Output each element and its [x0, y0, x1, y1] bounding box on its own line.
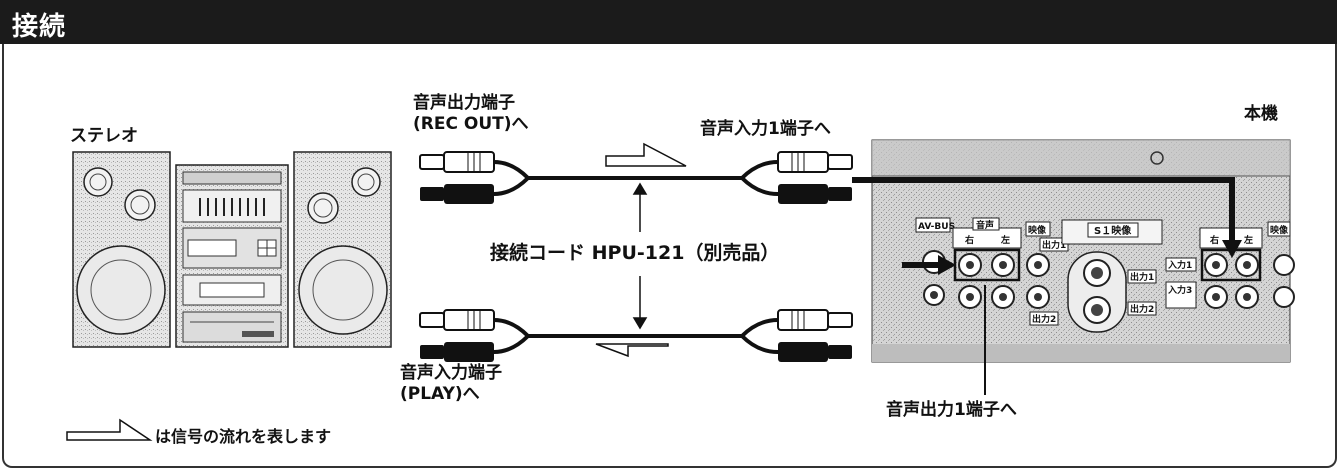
stereo-system-illustration	[73, 152, 391, 347]
svg-text:出力1: 出力1	[1130, 271, 1154, 283]
svg-text:右: 右	[1209, 234, 1219, 246]
svg-text:映像: 映像	[1028, 224, 1047, 236]
audio-in1-label: 音声入力1端子へ	[700, 119, 831, 140]
svg-text:出力2: 出力2	[1032, 313, 1056, 325]
svg-text:右: 右	[964, 234, 974, 246]
cord-label: 接続コード HPU-121（別売品）	[490, 242, 779, 266]
svg-text:左: 左	[1243, 234, 1253, 246]
audio-in-bottom-line2: (PLAY)へ	[400, 384, 502, 405]
audio-out-top-line1: 音声出力端子	[413, 93, 529, 114]
unit-label: 本機	[1244, 104, 1278, 125]
svg-text:出力2: 出力2	[1130, 303, 1154, 315]
legend-text: は信号の流れを表します	[155, 427, 331, 447]
audio-out-top-line2: (REC OUT)へ	[413, 114, 529, 135]
svg-text:AV-BUS: AV-BUS	[918, 222, 955, 232]
svg-text:入力1: 入力1	[1167, 259, 1192, 271]
svg-text:入力3: 入力3	[1167, 284, 1192, 296]
stereo-label: ステレオ	[70, 126, 138, 147]
svg-text:映像: 映像	[1270, 224, 1289, 236]
svg-text:S１映像: S１映像	[1094, 224, 1132, 237]
audio-out1-label: 音声出力1端子へ	[886, 400, 1017, 421]
legend-arrow-icon	[67, 420, 150, 440]
svg-text:音声: 音声	[976, 219, 994, 231]
audio-out-top-label: 音声出力端子 (REC OUT)へ	[413, 93, 529, 136]
signal-flow-arrow-right	[606, 144, 686, 166]
audio-in-bottom-label: 音声入力端子 (PLAY)へ	[400, 363, 502, 406]
audio-in-bottom-line1: 音声入力端子	[400, 363, 502, 384]
signal-flow-arrow-left	[596, 344, 668, 356]
svg-text:左: 左	[1000, 234, 1010, 246]
